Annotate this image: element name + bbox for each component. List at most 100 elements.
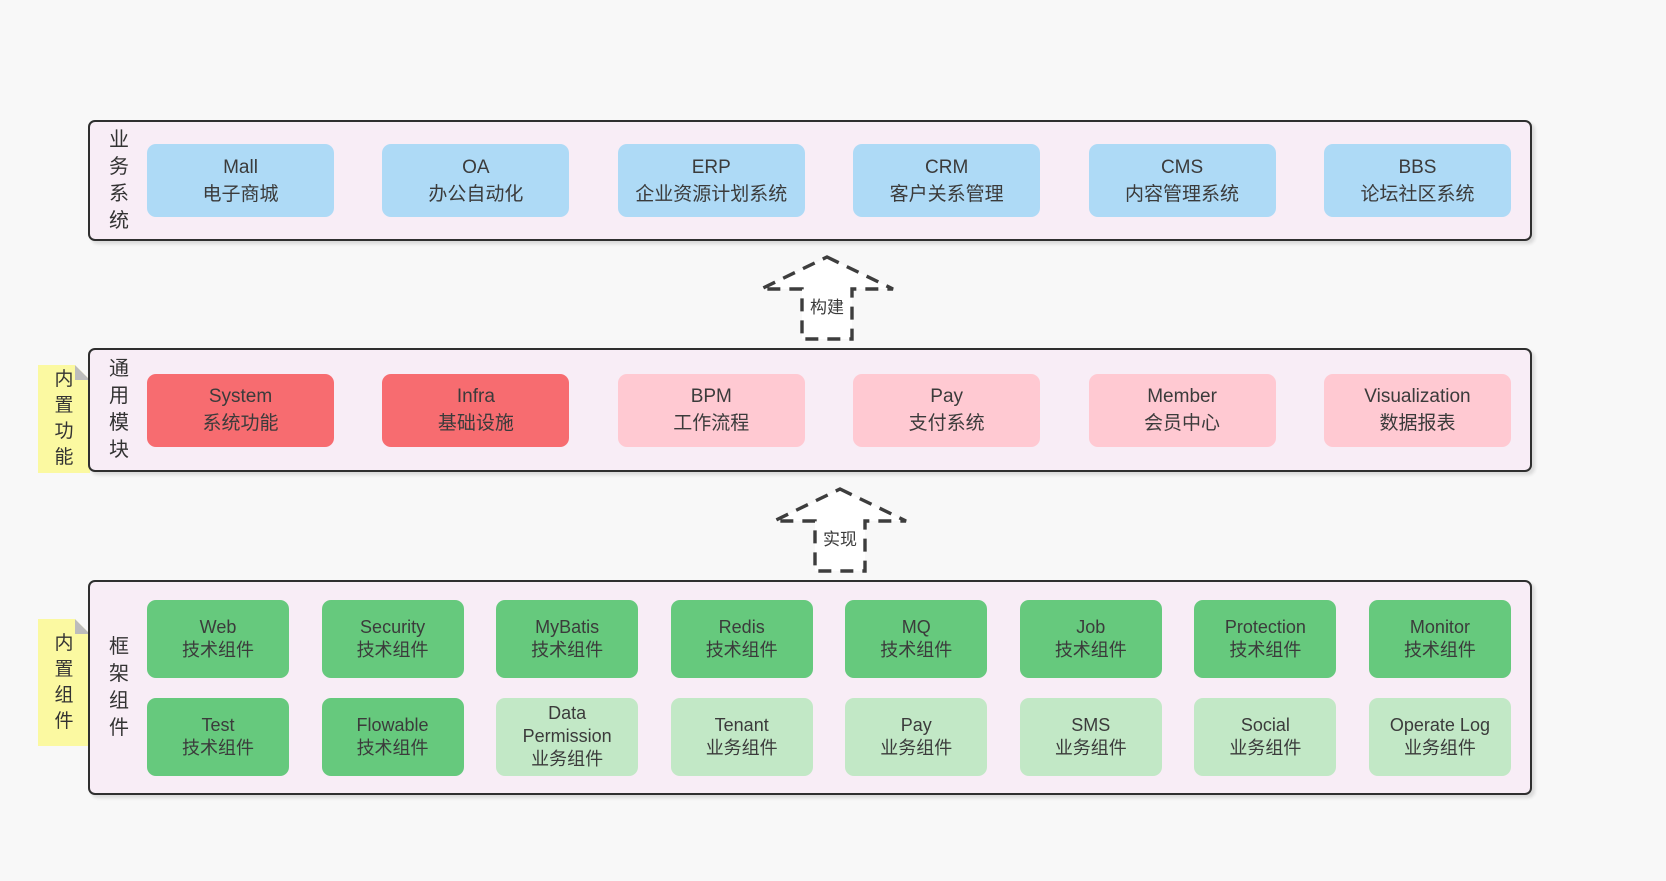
box-subtitle: 业务组件 [880,737,953,758]
box-name: Security [360,616,426,637]
box-flowable: Flowable 技术组件 [321,697,464,776]
box-name: Infra [456,386,495,407]
build-arrow-label: 构建 [806,293,848,318]
box-subtitle: 业务组件 [1403,737,1476,758]
box-mall: Mall 电子商城 [147,144,334,217]
box-name: Monitor [1409,616,1470,637]
box-monitor: Monitor 技术组件 [1368,599,1511,678]
component-boxes-grid: Web 技术组件 Security 技术组件 MyBatis 技术组件 Redi… [147,582,1511,793]
box-name: BPM [690,386,732,407]
box-security: Security 技术组件 [321,599,464,678]
layer-label-text: 通用模块 [109,358,129,461]
box-subtitle: 企业资源计划系统 [635,183,788,205]
box-data-permission: Data Permission 业务组件 [496,697,639,776]
box-name: Flowable [356,714,429,735]
box-subtitle: 基础设施 [437,413,514,434]
box-mybatis: MyBatis 技术组件 [496,599,639,678]
module-boxes-row: System 系统功能 Infra 基础设施 BPM 工作流程 Pay 支付系统… [147,350,1511,470]
box-test: Test 技术组件 [147,697,289,776]
box-member: Member 会员中心 [1088,373,1276,447]
box-name: Mall [223,156,258,178]
box-subtitle: 数据报表 [1379,413,1456,434]
layer-business-label: 业务系统 [102,122,136,239]
box-subtitle: 内容管理系统 [1125,183,1240,205]
box-name: CMS [1160,156,1204,178]
box-name: Redis [718,616,765,637]
box-pay: Pay 支付系统 [853,373,1041,447]
box-subtitle: 论坛社区系统 [1360,183,1475,205]
box-subtitle: 客户关系管理 [889,183,1004,205]
box-subtitle: 技术组件 [1229,639,1302,660]
box-mq: MQ 技术组件 [845,599,988,678]
note-text: 内置组件 [54,632,74,732]
box-name: MyBatis [535,616,600,637]
layer-framework-label: 框架组件 [102,582,136,793]
box-subtitle: 工作流程 [673,413,750,434]
layer-label-text: 框架组件 [109,635,129,739]
box-job: Job 技术组件 [1019,599,1162,678]
box-bpm: BPM 工作流程 [617,373,805,447]
build-arrow: 构建 [757,255,897,341]
box-name: ERP [691,156,731,178]
box-subtitle: 技术组件 [880,639,953,660]
box-pay-business: Pay 业务组件 [845,697,988,776]
box-name: Web [199,616,237,637]
box-name: Visualization [1364,386,1471,407]
box-infra: Infra 基础设施 [382,373,570,447]
box-name: OA [462,156,490,178]
box-name: MQ [901,616,931,637]
business-boxes-row: Mall 电子商城 OA 办公自动化 ERP 企业资源计划系统 CRM 客户关系… [147,122,1511,239]
layer-business-systems: 业务系统 Mall 电子商城 OA 办公自动化 ERP 企业资源计划系统 CRM… [88,120,1532,241]
box-subtitle: 技术组件 [182,737,254,758]
box-name: Protection [1224,616,1306,637]
box-subtitle: 技术组件 [1054,639,1127,660]
component-row-2: Test 技术组件 Flowable 技术组件 Data Permission … [147,697,1511,776]
sticky-note-builtin-components: 内置组件 [38,619,90,746]
box-name: Data Permission [522,703,612,746]
box-subtitle: 支付系统 [908,413,985,434]
box-erp: ERP 企业资源计划系统 [617,144,805,217]
box-name: SMS [1071,714,1111,735]
box-tenant: Tenant 业务组件 [670,697,813,776]
box-name: Operate Log [1389,714,1490,735]
box-sms: SMS 业务组件 [1019,697,1162,776]
box-name: Member [1147,386,1217,407]
box-name: BBS [1398,156,1437,178]
box-subtitle: 技术组件 [182,639,254,660]
component-row-1: Web 技术组件 Security 技术组件 MyBatis 技术组件 Redi… [147,599,1511,678]
box-cms: CMS 内容管理系统 [1088,144,1276,217]
note-text: 内置功能 [54,369,74,468]
implement-arrow: 实现 [770,487,910,573]
box-name: Pay [900,714,932,735]
layer-framework-components: 框架组件 Web 技术组件 Security 技术组件 MyBatis 技术组件… [88,580,1532,795]
layer-common-label: 通用模块 [102,350,136,470]
box-subtitle: 电子商城 [202,183,279,205]
box-social: Social 业务组件 [1194,697,1337,776]
box-name: Social [1240,714,1290,735]
layer-common-modules: 通用模块 System 系统功能 Infra 基础设施 BPM 工作流程 Pay… [88,348,1532,472]
box-subtitle: 会员中心 [1144,413,1221,434]
box-name: Tenant [714,714,769,735]
layer-label-text: 业务系统 [109,128,129,232]
box-subtitle: 业务组件 [1229,737,1302,758]
box-subtitle: 技术组件 [356,737,429,758]
box-system: System 系统功能 [147,373,334,447]
sticky-note-builtin-features: 内置功能 [38,365,90,473]
box-visualization: Visualization 数据报表 [1323,373,1511,447]
box-subtitle: 业务组件 [705,737,778,758]
box-operate-log: Operate Log 业务组件 [1368,697,1511,776]
implement-arrow-label: 实现 [819,525,861,550]
box-subtitle: 系统功能 [202,413,279,434]
box-name: Test [201,714,235,735]
box-subtitle: 办公自动化 [428,183,524,205]
box-subtitle: 业务组件 [1054,737,1127,758]
box-oa: OA 办公自动化 [382,144,570,217]
box-subtitle: 技术组件 [705,639,778,660]
box-subtitle: 技术组件 [1403,639,1476,660]
box-bbs: BBS 论坛社区系统 [1323,144,1511,217]
box-protection: Protection 技术组件 [1194,599,1337,678]
box-subtitle: 业务组件 [531,749,604,769]
box-name: Pay [930,386,964,407]
box-redis: Redis 技术组件 [670,599,813,678]
